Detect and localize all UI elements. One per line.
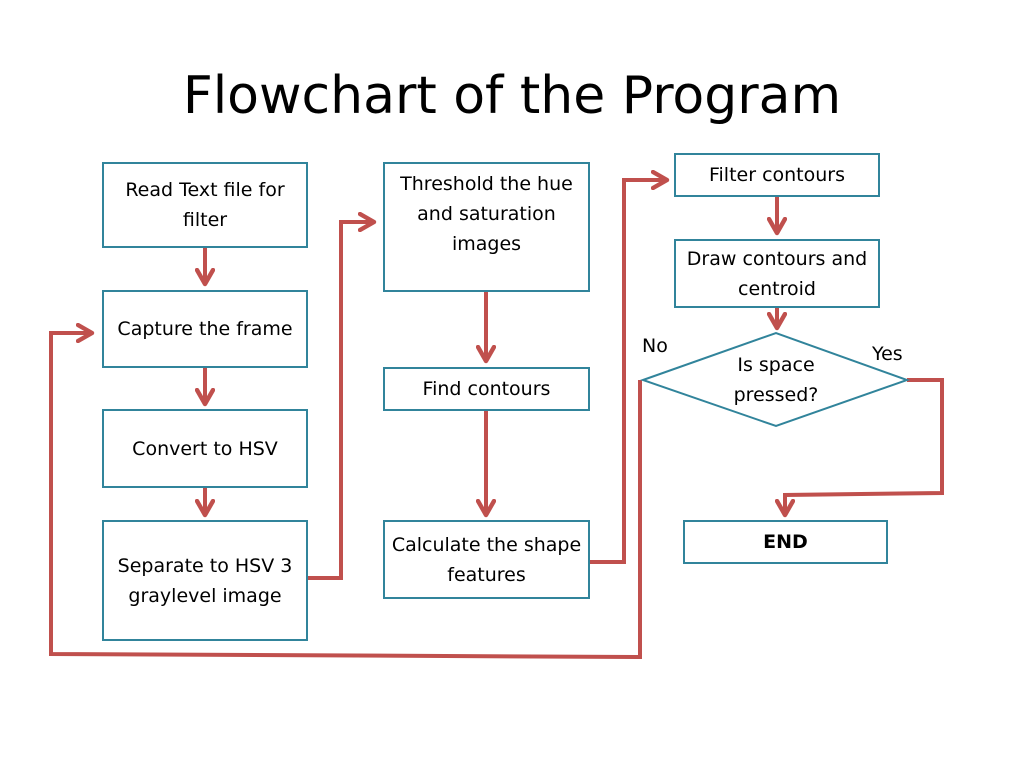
page-title: Flowchart of the Program xyxy=(182,66,842,126)
step-threshold-label: Threshold the hue and saturation images xyxy=(400,173,573,255)
step-draw-contours-label: Draw contours and centroid xyxy=(686,247,868,300)
step-separate-hsv: Separate to HSV 3 graylevel image xyxy=(102,520,308,641)
step-filter-contours: Filter contours xyxy=(674,153,880,197)
step-find-contours-label: Find contours xyxy=(422,378,551,400)
step-end-label: END xyxy=(763,531,808,553)
decision-question: Is space pressed? xyxy=(733,354,819,406)
arrow-calculate-to-filter xyxy=(590,180,667,564)
arrow-yes-to-end xyxy=(785,378,944,515)
step-convert-hsv: Convert to HSV xyxy=(102,409,308,488)
step-capture-frame: Capture the frame xyxy=(102,290,308,368)
arrow-no-to-capture xyxy=(49,333,642,660)
step-read-text-file-label: Read Text file for filter xyxy=(125,179,285,231)
step-capture-frame-label: Capture the frame xyxy=(117,318,293,340)
step-filter-contours-label: Filter contours xyxy=(708,164,846,186)
step-threshold: Threshold the hue and saturation images xyxy=(383,162,590,292)
step-find-contours: Find contours xyxy=(383,367,590,411)
step-read-text-file: Read Text file for filter xyxy=(102,162,308,248)
decision-diamond xyxy=(639,331,910,428)
step-draw-contours: Draw contours and centroid xyxy=(674,239,880,308)
arrow-separate-to-threshold xyxy=(307,222,374,580)
step-end: END xyxy=(683,520,888,564)
step-convert-hsv-label: Convert to HSV xyxy=(132,437,278,460)
step-calculate-features: Calculate the shape features xyxy=(383,520,590,599)
step-calculate-features-label: Calculate the shape features xyxy=(391,533,582,586)
decision-yes-label: Yes xyxy=(872,343,903,365)
step-separate-hsv-label: Separate to HSV 3 graylevel image xyxy=(117,554,293,607)
decision-no-label: No xyxy=(642,335,668,357)
